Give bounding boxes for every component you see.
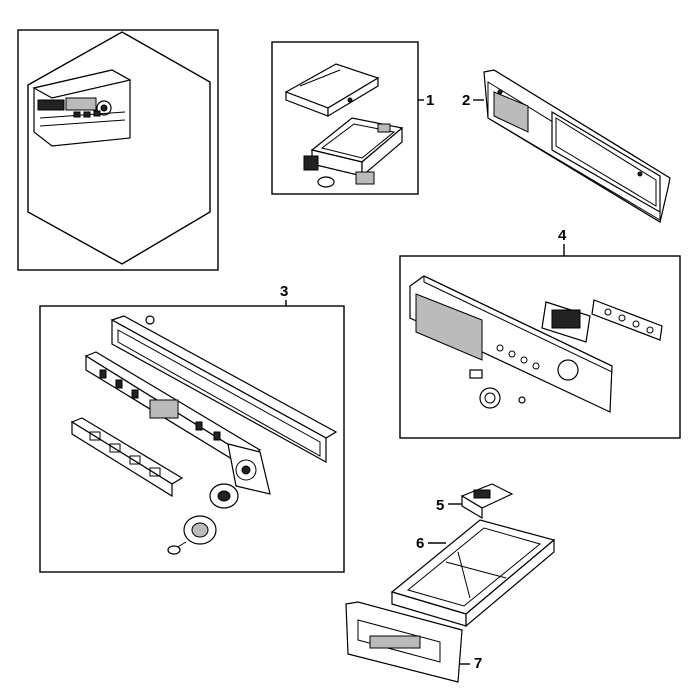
part-4-panel xyxy=(409,275,613,413)
part-6-drawer-body xyxy=(390,519,556,628)
part-1-group: 1 xyxy=(271,41,434,195)
callout-1: 1 xyxy=(426,92,434,109)
part-7-drawer-handle xyxy=(345,601,463,683)
overview-washer-group xyxy=(17,29,219,271)
screw-icon xyxy=(518,396,526,404)
part-3-group: 3 xyxy=(39,283,345,573)
part-4-display xyxy=(541,301,591,343)
part-2-frame xyxy=(483,69,671,223)
part-4-button-strip xyxy=(591,299,663,341)
part-5-cap xyxy=(460,483,514,520)
part-3-pcb xyxy=(84,351,262,472)
drawer-group: 5 6 7 xyxy=(345,483,556,683)
part-3-keypad xyxy=(70,417,184,498)
part-3-bracket xyxy=(110,315,338,464)
part-2-group: 2 xyxy=(462,69,671,223)
overview-control-panel xyxy=(32,69,132,147)
part-3-knob xyxy=(167,515,217,555)
callout-3: 3 xyxy=(280,283,288,300)
part-3-encoder xyxy=(209,483,239,509)
part-3-knob-plate xyxy=(227,443,271,495)
callout-7: 7 xyxy=(474,655,482,672)
callout-5: 5 xyxy=(436,497,444,514)
overview-hexagon xyxy=(27,31,211,265)
part-4-dial xyxy=(469,369,526,409)
overview-frame xyxy=(17,29,219,271)
part-1-housing xyxy=(303,117,404,188)
callout-4: 4 xyxy=(558,227,567,244)
part-1-cover xyxy=(284,63,380,118)
callout-2: 2 xyxy=(462,92,470,109)
part-4-frame xyxy=(399,255,681,439)
part-4-group: 4 xyxy=(399,227,681,439)
callout-6: 6 xyxy=(416,535,424,552)
part-3-frame xyxy=(39,305,345,573)
part-1-frame xyxy=(271,41,419,195)
screw-icon xyxy=(145,315,155,325)
